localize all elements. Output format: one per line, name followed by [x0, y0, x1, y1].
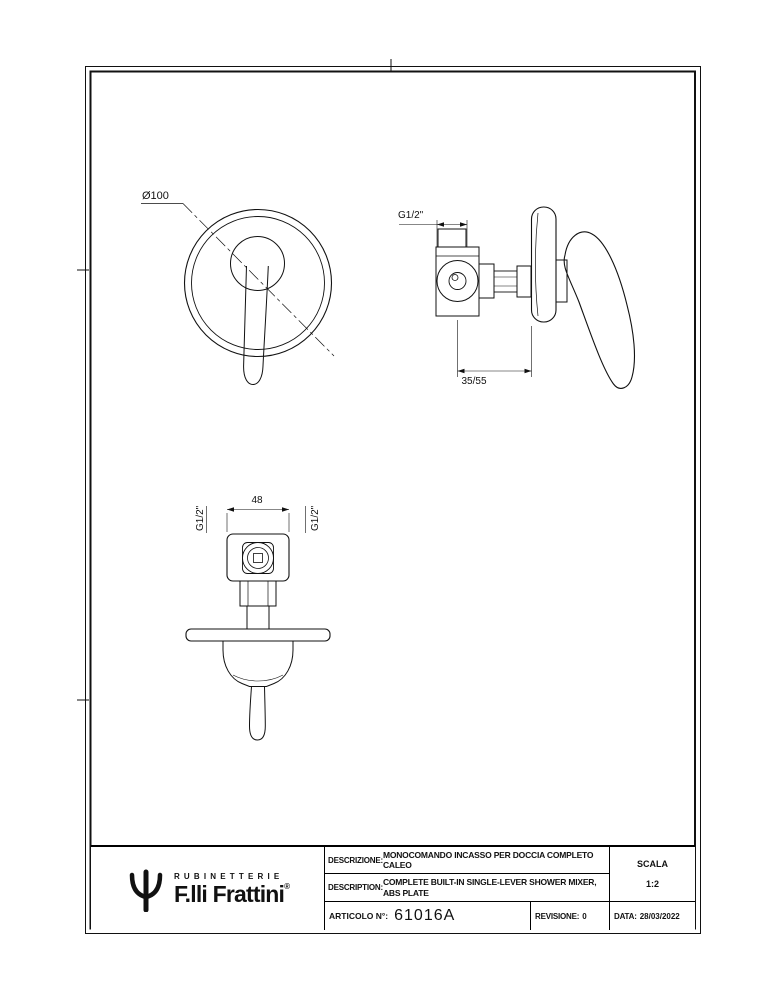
scala-value: 1:2	[645, 879, 659, 889]
side-handle-blade	[563, 231, 636, 389]
descrizione-label: DESCRIZIONE:	[328, 855, 383, 865]
articolo-cell: ARTICOLO N°: 61016A	[325, 902, 531, 930]
dim-side-thread: G1/2"	[398, 210, 468, 247]
front-centerline	[182, 203, 335, 357]
articolo-value: 61016A	[394, 907, 456, 924]
front-handle-lever	[243, 265, 269, 386]
top-width-label: 48	[251, 495, 263, 506]
top-thread-left-label: G1/2"	[195, 505, 206, 531]
front-diameter-label: Ø100	[142, 190, 169, 202]
descrizione-value: MONOCOMANDO INCASSO PER DOCCIA COMPLETO …	[382, 850, 594, 870]
data-value: 28/03/2022	[639, 911, 680, 921]
top-shaft	[239, 580, 277, 630]
description-row: DESCRIPTION: COMPLETE BUILT-IN SINGLE-LE…	[325, 874, 609, 901]
data-cell: DATA: 28/03/2022	[610, 902, 695, 930]
side-wall-plate	[530, 206, 557, 323]
description-value: COMPLETE BUILT-IN SINGLE-LEVER SHOWER MI…	[382, 877, 597, 898]
side-view: G1/2"	[398, 206, 636, 389]
revisione-cell: REVISIONE: 0	[531, 902, 610, 930]
revisione-label: REVISIONE:	[535, 911, 580, 921]
sheet-frame	[77, 59, 701, 934]
revisione-value: 0	[582, 911, 587, 921]
registered-mark: ®	[284, 881, 291, 891]
scala-cell: SCALA 1:2	[610, 847, 695, 901]
dim-side-depth: 35/55	[457, 320, 532, 387]
descrizione-row: DESCRIZIONE: MONOCOMANDO INCASSO PER DOC…	[325, 847, 609, 874]
brand-cell: RUBINETTERIE F.lli Frattini®	[91, 847, 325, 930]
top-handle-stem	[248, 686, 266, 741]
side-valve-body	[435, 228, 480, 317]
top-handle	[222, 641, 294, 741]
side-handle	[555, 231, 636, 389]
brand-trident-icon	[129, 869, 163, 912]
front-plate-outer-circle	[183, 208, 333, 358]
front-handle-hub-circle	[230, 236, 285, 291]
top-valve-body	[226, 533, 290, 582]
brand-text: RUBINETTERIE F.lli Frattini®	[174, 872, 290, 906]
dim-top-width: 48	[226, 495, 290, 532]
title-block-main: DESCRIZIONE: MONOCOMANDO INCASSO PER DOC…	[325, 847, 695, 930]
top-thread-right-label: G1/2"	[310, 505, 321, 531]
top-handle-cup	[222, 641, 294, 687]
title-block: RUBINETTERIE F.lli Frattini® DESCRIZIONE…	[91, 845, 695, 930]
frame-outer	[85, 66, 701, 934]
top-wall-plate	[185, 628, 331, 642]
front-view: Ø100	[141, 190, 335, 386]
front-plate-inner-circle	[191, 216, 325, 350]
brand-name: F.lli Frattini	[173, 880, 285, 907]
scala-label: SCALA	[637, 859, 668, 869]
dim-top-threads: G1/2" G1/2"	[195, 505, 321, 533]
top-view: 48 G1/2" G1/2"	[185, 495, 331, 741]
articolo-label: ARTICOLO N°:	[329, 911, 389, 921]
side-shaft	[478, 263, 532, 299]
brand-rubinetterie: RUBINETTERIE	[173, 871, 284, 881]
frame-inner	[89, 70, 696, 930]
side-depth-label: 35/55	[461, 376, 486, 387]
data-label: DATA:	[614, 911, 637, 921]
description-label: DESCRIPTION:	[328, 883, 383, 892]
side-thread-label: G1/2"	[398, 210, 424, 221]
